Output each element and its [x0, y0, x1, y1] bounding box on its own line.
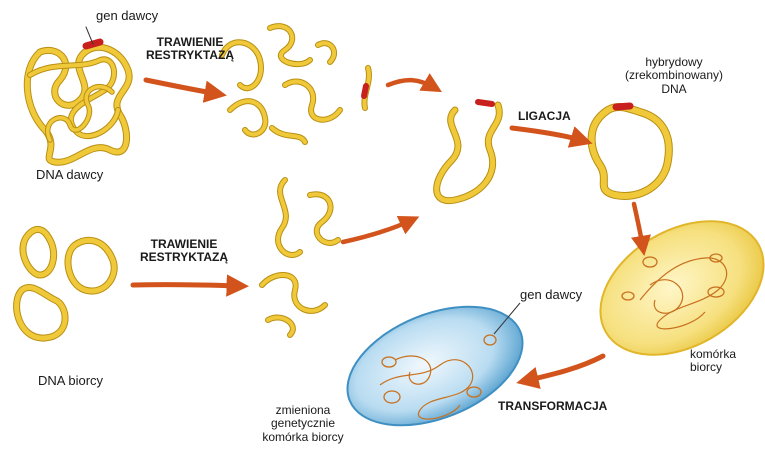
recipient-cell-label: komórka biorcy [690, 348, 736, 375]
arrow-digest-recipient [133, 285, 240, 286]
cell-donor-gene-label: gen dawcy [520, 288, 582, 303]
hybrid-dna-label-line1: hybrydowy [614, 56, 734, 69]
modified-cell-label-line1: zmieniona [240, 404, 366, 417]
modified-cell-label: zmieniona genetycznie komórka biorcy [240, 404, 366, 444]
arrow-ligation [512, 128, 584, 141]
recipient-cell-label-line2: biorcy [690, 361, 736, 374]
ligation-label: LIGACJA [518, 110, 571, 123]
opened-plasmid [437, 102, 500, 201]
digestion-label-top: TRAWIENIE RESTRYKTAZĄ [134, 36, 246, 63]
arrow-transformation [525, 356, 603, 381]
recipient-dna-loops [17, 229, 115, 338]
donor-dna-label: DNA dawcy [36, 168, 103, 183]
recipient-cell-label-line1: komórka [690, 348, 736, 361]
digestion-label-bottom-line2: RESTRYKTAZĄ [128, 251, 240, 264]
donor-dna-tangle [27, 27, 129, 162]
hybrid-dna-label-line2: (zrekombinowany) [614, 69, 734, 82]
recipient-dna-label: DNA biorcy [38, 374, 103, 389]
arrow-plasmid-open [343, 220, 412, 242]
recipient-cell [577, 194, 765, 382]
hybrid-dna [592, 106, 669, 196]
arrow-to-cell [634, 204, 643, 248]
digestion-label-top-line2: RESTRYKTAZĄ [134, 49, 246, 62]
modified-cell-label-line3: komórka biorcy [240, 431, 366, 444]
digestion-label-bottom: TRAWIENIE RESTRYKTAZĄ [128, 238, 240, 265]
hybrid-dna-label-line3: DNA [614, 83, 734, 96]
recipient-fragments [262, 180, 338, 335]
arrow-fragment-select [388, 80, 435, 88]
transformation-label: TRANSFORMACJA [498, 400, 607, 413]
arrow-digest-donor [146, 80, 218, 94]
donor-gene-label: gen dawcy [96, 9, 158, 24]
modified-cell-label-line2: genetycznie [240, 417, 366, 430]
digestion-label-top-line1: TRAWIENIE [134, 36, 246, 49]
hybrid-dna-label: hybrydowy (zrekombinowany) DNA [614, 56, 734, 96]
digestion-label-bottom-line1: TRAWIENIE [128, 238, 240, 251]
